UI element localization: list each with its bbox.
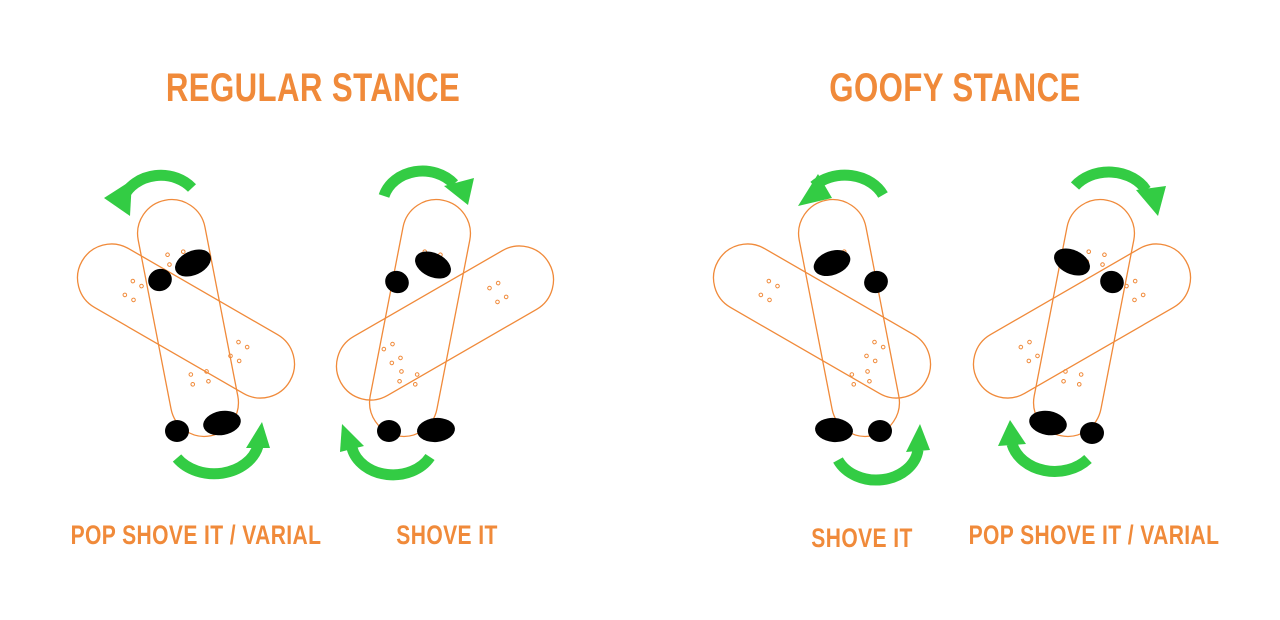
shove-it-goofy-diagram [700, 169, 944, 486]
rotation-arrow-icon [172, 422, 270, 480]
skateboard-deck-icon [1027, 193, 1141, 443]
rotation-arrow-icon [798, 169, 888, 206]
shove-it-regular-diagram [323, 165, 567, 481]
footprint-icon [1049, 243, 1095, 281]
skateboard-deck-icon [363, 193, 477, 443]
footprint-icon [860, 267, 892, 297]
footprint-icon [1080, 422, 1104, 444]
trick-label-pop-shove-it-varial-regular: POP SHOVE IT / VARIAL [70, 520, 322, 550]
footprint-icon [144, 264, 176, 296]
rotation-arrow-icon [340, 424, 435, 481]
rotation-arrow-icon [1070, 166, 1166, 216]
trick-label-pop-shove-it-varial-goofy: POP SHOVE IT / VARIAL [968, 520, 1220, 550]
footprint-icon [810, 245, 854, 281]
footprint-icon [381, 266, 413, 298]
pop-shove-it-goofy-diagram [960, 166, 1204, 477]
goofy-stance-title: GOOFY STANCE [829, 66, 1081, 110]
footprint-icon [410, 246, 456, 284]
footprint-icon [165, 420, 189, 442]
skateboard-deck-icon [131, 193, 245, 443]
rotation-arrow-icon [104, 169, 196, 216]
trick-label-shove-it-goofy: SHOVE IT [811, 523, 913, 553]
footprint-icon [1027, 407, 1069, 439]
footprint-icon [814, 416, 854, 444]
pop-shove-it-regular-diagram [64, 169, 308, 480]
regular-stance-title: REGULAR STANCE [165, 66, 461, 110]
footprint-icon [377, 420, 401, 442]
footprint-icon [868, 420, 892, 442]
rotation-arrow-icon [833, 424, 930, 486]
trick-label-shove-it-regular: SHOVE IT [396, 520, 498, 550]
rotation-arrow-icon [998, 420, 1092, 477]
rotation-arrow-icon [378, 165, 474, 205]
skateboard-deck-icon [792, 193, 906, 443]
footprint-icon [1096, 266, 1128, 298]
footprint-icon [416, 416, 456, 444]
